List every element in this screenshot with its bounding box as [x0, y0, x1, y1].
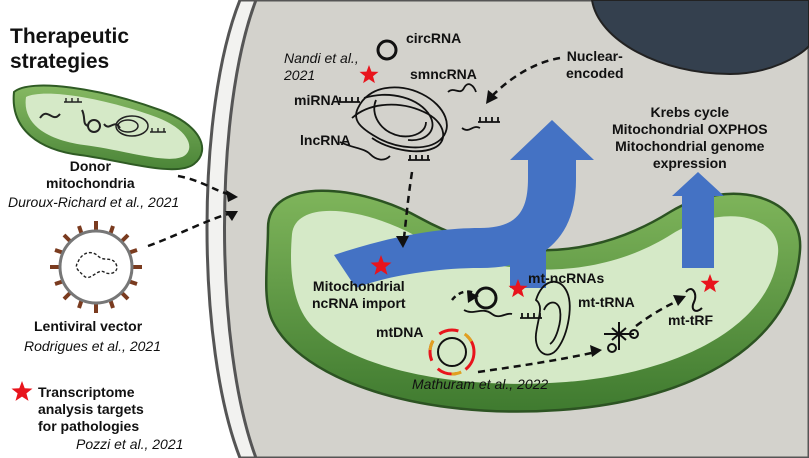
delivery-arrows [147, 174, 229, 248]
krebs-label: Krebs cycle Mitochondrial OXPHOS Mitocho… [612, 104, 768, 172]
legend-line3: for pathologies [38, 418, 140, 434]
legend-line1: Transcriptome [38, 384, 135, 400]
legend-citation: Pozzi et al., 2021 [76, 436, 184, 452]
nandi-citation: Nandi et al., 2021 [284, 50, 359, 84]
nuclear-line1: Nuclear- [566, 48, 623, 64]
lentiviral-citation: Rodrigues et al., 2021 [24, 338, 161, 354]
lncrna-label: lncRNA [300, 132, 351, 148]
cytosolic-ncrnas [338, 39, 500, 161]
output-arrows [334, 120, 724, 288]
donor-label: Donor mitochondria [46, 158, 135, 192]
donor-line2: mitochondria [46, 175, 135, 191]
star-nandi [359, 65, 379, 84]
donor-citation: Duroux-Richard et al., 2021 [8, 194, 180, 210]
import-label: Mitochondrial ncRNA import [312, 278, 406, 312]
mtdna-label: mtDNA [376, 324, 424, 340]
star-legend [11, 381, 33, 401]
donor-mitochondrion [12, 84, 204, 171]
title: Therapeutic strategies [10, 24, 129, 74]
import-line2: ncRNA import [312, 295, 406, 311]
circrna-label: circRNA [406, 30, 462, 46]
stars [11, 65, 720, 401]
krebs-line1: Krebs cycle [650, 104, 730, 120]
nandi-line2: 2021 [284, 67, 316, 83]
nucleus [590, 0, 809, 76]
krebs-line2: Mitochondrial OXPHOS [612, 121, 768, 137]
nuclear-encoded-label: Nuclear- encoded [566, 48, 624, 82]
lentiviral-label: Lentiviral vector [34, 318, 143, 334]
nuclear-line2: encoded [566, 65, 624, 81]
mt-ncrnas [451, 280, 571, 356]
legend-line2: analysis targets [38, 401, 144, 417]
star-mt-ncrnas [508, 279, 528, 298]
smncrna-label: smncRNA [410, 66, 477, 82]
mt-trf-label: mt-tRF [668, 312, 714, 328]
mt-ncrnas-label: mt-ncRNAs [528, 270, 605, 286]
mathuram-citation: Mathuram et al., 2022 [412, 376, 549, 392]
mt-trna-glyph [604, 322, 639, 353]
import-line1: Mitochondrial [312, 278, 405, 294]
star-mt-trf [700, 274, 720, 293]
mtdna [428, 328, 476, 376]
legend-label: Transcriptome analysis targets for patho… [38, 384, 144, 435]
nandi-line1: Nandi et al., [284, 50, 359, 66]
donor-line1: Donor [69, 158, 111, 174]
mt-trna-label: mt-tRNA [578, 294, 635, 310]
title-line1: Therapeutic [10, 25, 130, 48]
mirna-label: miRNA [294, 92, 341, 108]
title-line2: strategies [10, 50, 110, 73]
lentiviral-vector [50, 221, 142, 313]
krebs-line3: Mitochondrial genome [615, 138, 765, 154]
krebs-line4: expression [652, 155, 727, 171]
star-import [370, 255, 392, 275]
